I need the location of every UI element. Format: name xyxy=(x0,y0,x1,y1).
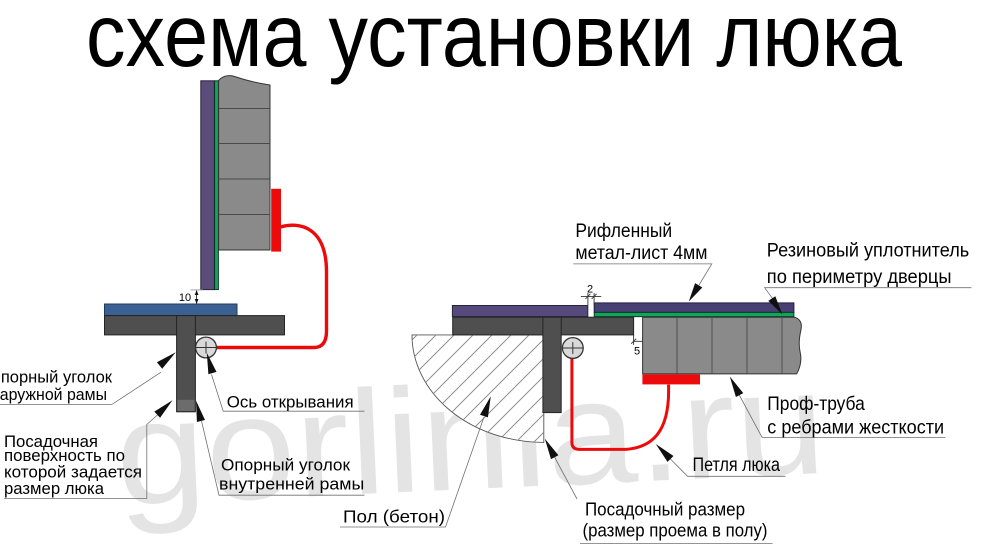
svg-text:Посадочная: Посадочная xyxy=(4,433,98,451)
svg-text:2: 2 xyxy=(587,284,593,296)
svg-text:Опорный уголок: Опорный уголок xyxy=(0,368,113,387)
svg-text:метал-лист 4мм: метал-лист 4мм xyxy=(575,243,707,264)
svg-text:Рифленный: Рифленный xyxy=(575,221,672,242)
svg-text:Резиновый уплотнитель: Резиновый уплотнитель xyxy=(767,240,969,262)
svg-text:внутренней рамы: внутренней рамы xyxy=(219,475,364,494)
svg-text:(размер проема в полу): (размер проема в полу) xyxy=(583,520,768,541)
svg-text:поверхность по: поверхность по xyxy=(4,447,125,465)
svg-text:Посадочный размер: Посадочный размер xyxy=(585,499,745,520)
svg-text:которой задается: которой задается xyxy=(4,463,142,481)
svg-text:10: 10 xyxy=(179,292,191,304)
svg-text:Проф-труба: Проф-труба xyxy=(767,393,865,415)
svg-text:Петля люка: Петля люка xyxy=(693,455,781,476)
svg-text:схема установки люка: схема установки люка xyxy=(86,0,902,85)
svg-text:размер люка: размер люка xyxy=(4,480,105,498)
svg-text:с ребрами жесткости: с ребрами жесткости xyxy=(767,417,944,439)
svg-text:Пол (бетон): Пол (бетон) xyxy=(343,507,445,527)
svg-text:Опорный уголок: Опорный уголок xyxy=(221,456,351,475)
svg-text:Ось открывания: Ось открывания xyxy=(227,392,354,411)
svg-text:по периметру дверцы: по периметру дверцы xyxy=(767,266,952,288)
svg-text:наружной рамы: наружной рамы xyxy=(0,385,107,404)
svg-text:5: 5 xyxy=(634,346,640,358)
